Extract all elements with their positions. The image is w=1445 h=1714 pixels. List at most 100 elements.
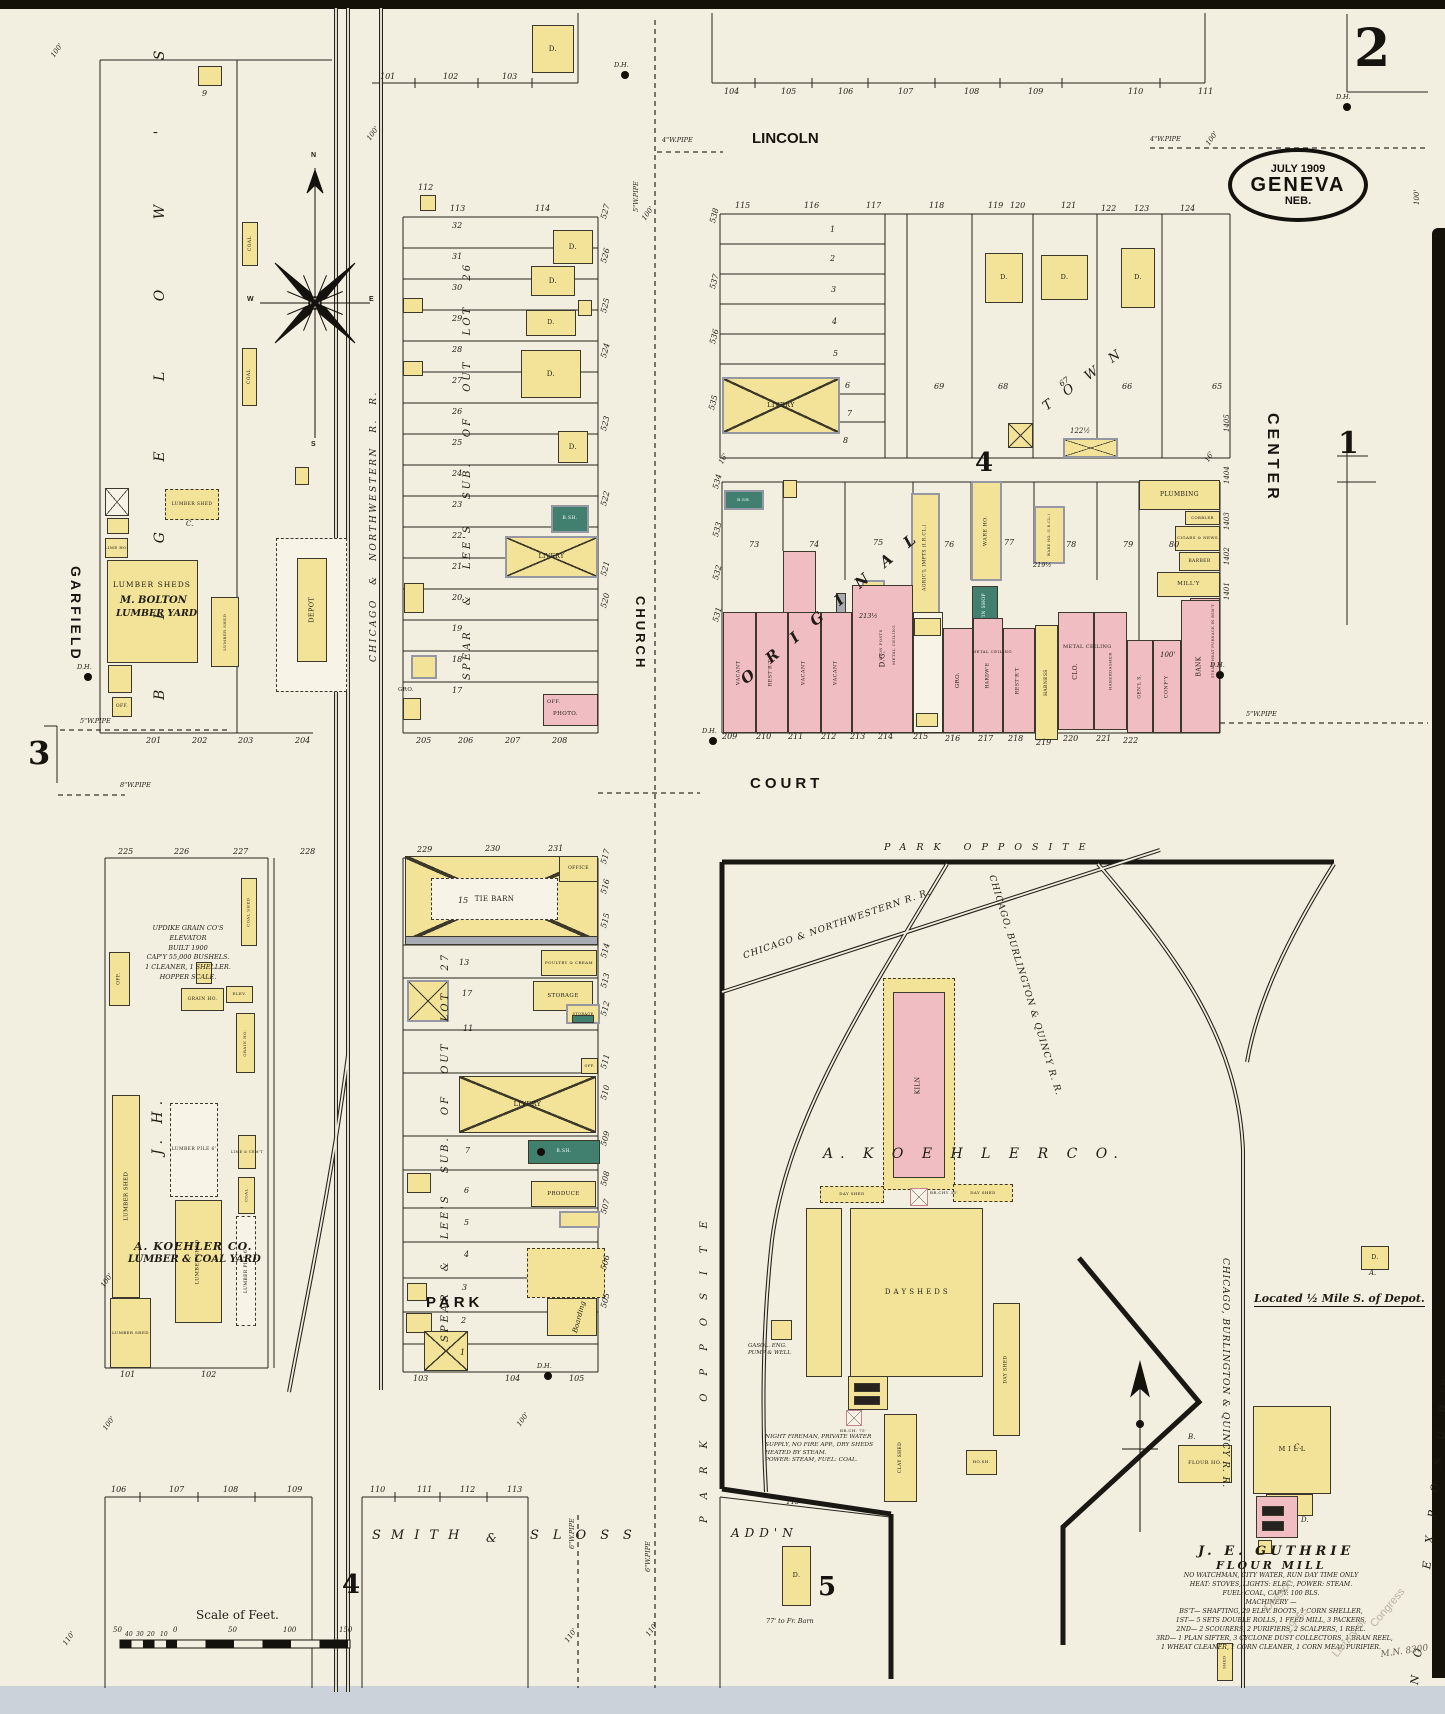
- building-label: BANK: [1196, 656, 1204, 677]
- map-building-d: D.: [985, 253, 1023, 303]
- map-building-tie-barn: TIE BARN: [431, 878, 558, 920]
- map-building: [854, 1383, 880, 1392]
- map-label-p: D.H.: [537, 1362, 552, 1370]
- building-label: LIME & CEM'T: [230, 1149, 264, 1154]
- map-building: [578, 300, 592, 316]
- map-label-n: C.: [186, 520, 194, 528]
- building-label: GRAIN HO.: [187, 996, 218, 1002]
- building-label: BARBER: [1188, 558, 1211, 564]
- map-label-n: 211: [788, 732, 804, 741]
- map-label-n: 3: [831, 285, 837, 294]
- building-label: CLAY SHED: [897, 1442, 903, 1474]
- map-label-n: 1404: [1223, 466, 1231, 484]
- map-building-d: D.: [1361, 1246, 1389, 1270]
- hydrant-dot: [544, 1372, 552, 1380]
- map-label-n: 32: [452, 221, 463, 230]
- map-building: [407, 980, 449, 1022]
- map-building-barber: BARBER: [1179, 552, 1220, 571]
- building-label: GEN'L S.: [1137, 674, 1143, 699]
- building-label: LIME HO.: [104, 544, 129, 550]
- building-label: LUMBER SHED: [112, 1329, 149, 1335]
- map-label-n: 120: [1010, 201, 1026, 210]
- map-label-n: 27: [452, 376, 463, 385]
- map-building-d-a-y-s-h-e-d-s: D A Y S H E D S: [850, 1208, 983, 1377]
- map-label-p: D.H.: [702, 727, 717, 735]
- map-label-d: 100': [1160, 651, 1176, 659]
- stamp-state: NEB.: [1284, 195, 1312, 207]
- map-building-d: D.: [782, 1546, 811, 1606]
- hydrant-dot: [709, 737, 717, 745]
- map-label-s: BR.CHY 35': [930, 1190, 958, 1195]
- map-label-s: BR.CH. 75': [840, 1428, 867, 1433]
- sloss-label: SLOSS: [530, 1528, 646, 1543]
- building-label: D.: [568, 242, 578, 251]
- map-label-s: GRO.: [398, 687, 415, 693]
- map-building: [1063, 438, 1118, 458]
- map-building-d-g: D.G.: [852, 585, 913, 733]
- map-label-c: E: [369, 296, 374, 303]
- located-half-mile-note: Located ½ Mile S. of Depot.: [1254, 1292, 1425, 1307]
- map-label-n: 66: [1122, 382, 1133, 391]
- guthrie-flour-mill-label: FLOUR MILL: [1216, 1559, 1327, 1572]
- map-label-n: 225: [118, 847, 134, 856]
- guthrie-name: J. E. GUTHRIE: [1198, 1544, 1355, 1559]
- building-label: D.: [546, 369, 556, 378]
- building-label: STORAGE: [547, 992, 579, 999]
- map-label-n: 1403: [1223, 512, 1231, 530]
- map-building-lumber-pile-6: LUMBER PILE 6': [236, 1216, 256, 1326]
- map-building: [405, 936, 598, 945]
- building-label: OFFICE: [568, 866, 589, 872]
- map-building-mill-y: MILL'Y: [1157, 572, 1220, 597]
- map-label-n: 17: [452, 686, 463, 695]
- map-label-n: 24: [452, 469, 463, 478]
- map-building-grain-ho: GRAIN HO.: [181, 988, 224, 1011]
- map-label-n: 65: [1212, 382, 1223, 391]
- map-label-n: 69: [934, 382, 945, 391]
- map-building-coal-shed: COAL SHED: [241, 878, 257, 946]
- map-label-n: 203: [238, 736, 254, 745]
- map-building-depot: DEPOT: [297, 558, 327, 662]
- map-label-n: 26: [452, 407, 463, 416]
- map-building-harness: HARNESS: [1035, 625, 1058, 740]
- building-label: B.SH.: [556, 1149, 572, 1155]
- map-label-n: 0: [173, 1626, 178, 1634]
- map-label-n: 20: [147, 1631, 155, 1638]
- map-label-n: 205: [416, 736, 432, 745]
- map-label-n: 4: [832, 317, 838, 326]
- building-label: STORAGE: [572, 1011, 594, 1016]
- map-label-n: 107: [898, 87, 914, 96]
- map-label-n: 122: [1101, 204, 1117, 213]
- map-label-n: 221: [1096, 734, 1112, 743]
- map-building-produce: PRODUCE: [531, 1181, 596, 1207]
- map-label-n: 119: [988, 201, 1004, 210]
- building-label: B.SH.: [737, 496, 751, 502]
- railroad-cnw-corridor-label: CHICAGO & NORTHWESTERN R. R.: [369, 390, 379, 662]
- map-building-d: D.: [1121, 248, 1155, 308]
- map-building: [406, 1313, 432, 1333]
- street-lincoln: LINCOLN: [752, 130, 819, 147]
- building-label: OFF.: [116, 972, 122, 986]
- map-building-d: D.: [553, 230, 593, 264]
- map-building-livery: LIVERY: [459, 1076, 596, 1133]
- map-building-off: OFF.: [109, 952, 130, 1006]
- bolton-name: M. BOLTON: [120, 595, 187, 606]
- building-label: DEPOT: [307, 597, 316, 623]
- adjacent-sheet-1: 1: [1338, 426, 1359, 461]
- building-label: COBBLER: [1191, 514, 1214, 520]
- building-label: HARDW'E: [985, 662, 991, 689]
- map-label-c: W: [247, 296, 254, 303]
- map-building-flour-ho: FLOUR HO.: [1178, 1445, 1232, 1483]
- map-building: [295, 467, 309, 485]
- map-label-n: 25: [452, 438, 463, 447]
- building-label: GRO.: [954, 672, 961, 689]
- building-label: D.: [568, 442, 578, 451]
- map-building-rest-r-t: REST'R'T: [756, 612, 788, 733]
- map-label-n: 22: [452, 531, 463, 540]
- map-building: [1258, 1540, 1272, 1554]
- map-label-n: 106: [111, 1485, 127, 1494]
- map-label-n: 210: [756, 732, 772, 741]
- map-label-n: 50: [113, 1626, 122, 1634]
- map-building-d: D.: [531, 266, 575, 296]
- map-label-n: 11: [463, 1024, 474, 1033]
